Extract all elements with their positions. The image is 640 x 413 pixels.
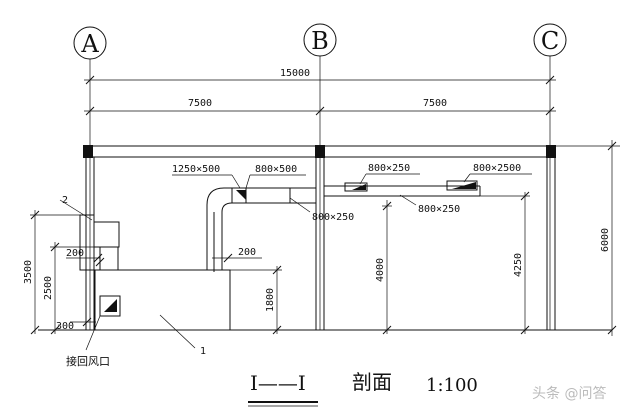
- axis-a-label: A: [80, 30, 99, 58]
- air-handling-unit: [94, 269, 231, 349]
- label-1250x500: 1250×500: [172, 164, 220, 175]
- dim-right-span: 7500: [423, 98, 447, 109]
- scale-label: 1:100: [426, 375, 478, 396]
- main-duct: [238, 180, 481, 204]
- column-b-block: [315, 145, 325, 158]
- section-word: 剖面: [352, 370, 392, 394]
- dim-300: 300: [56, 321, 74, 332]
- dim-total: 15000: [280, 68, 310, 79]
- dim-200-right: 200: [238, 247, 256, 258]
- column-a-block: [83, 145, 93, 158]
- duct-labels: 1250×500 800×500 800×250 800×2500 800×25…: [172, 163, 532, 223]
- dim-4250: 4250: [513, 253, 524, 277]
- watermark: 头条 @问答: [532, 385, 606, 402]
- label-800x2500: 800×2500: [473, 163, 521, 174]
- callout-1: 1: [200, 346, 206, 357]
- label-800x250-b: 800×250: [418, 204, 460, 215]
- label-800x250-top: 800×250: [368, 163, 410, 174]
- small-dimensions: 200 200 300: [56, 247, 262, 332]
- axis-grid: A B C: [73, 23, 567, 330]
- dim-3500: 3500: [23, 260, 34, 284]
- dim-left-span: 7500: [188, 98, 212, 109]
- building-frame: [38, 145, 612, 331]
- title-block: I——I 剖面 1:100: [248, 370, 478, 407]
- label-800x500: 800×500: [255, 164, 297, 175]
- dim-2500: 2500: [43, 276, 54, 300]
- axis-c-label: C: [541, 27, 559, 55]
- callout-2: 2: [62, 195, 68, 206]
- label-800x250-a: 800×250: [312, 212, 354, 223]
- return-air-outlet-label: 接回风口: [66, 355, 110, 368]
- axis-b-label: B: [311, 27, 329, 55]
- dim-200-left: 200: [66, 248, 84, 259]
- vertical-dimensions: 6000 4250 4000 1800 3500 2500: [23, 140, 620, 336]
- top-dimensions: 15000 7500 7500: [84, 68, 556, 116]
- left-duct-stack: [59, 199, 120, 271]
- column-c-block: [546, 145, 556, 158]
- dim-6000: 6000: [600, 228, 611, 252]
- section-marker: I——I: [250, 371, 306, 395]
- callouts: 2 1 接回风口: [62, 195, 206, 368]
- dim-1800: 1800: [265, 288, 276, 312]
- dim-4000: 4000: [375, 258, 386, 282]
